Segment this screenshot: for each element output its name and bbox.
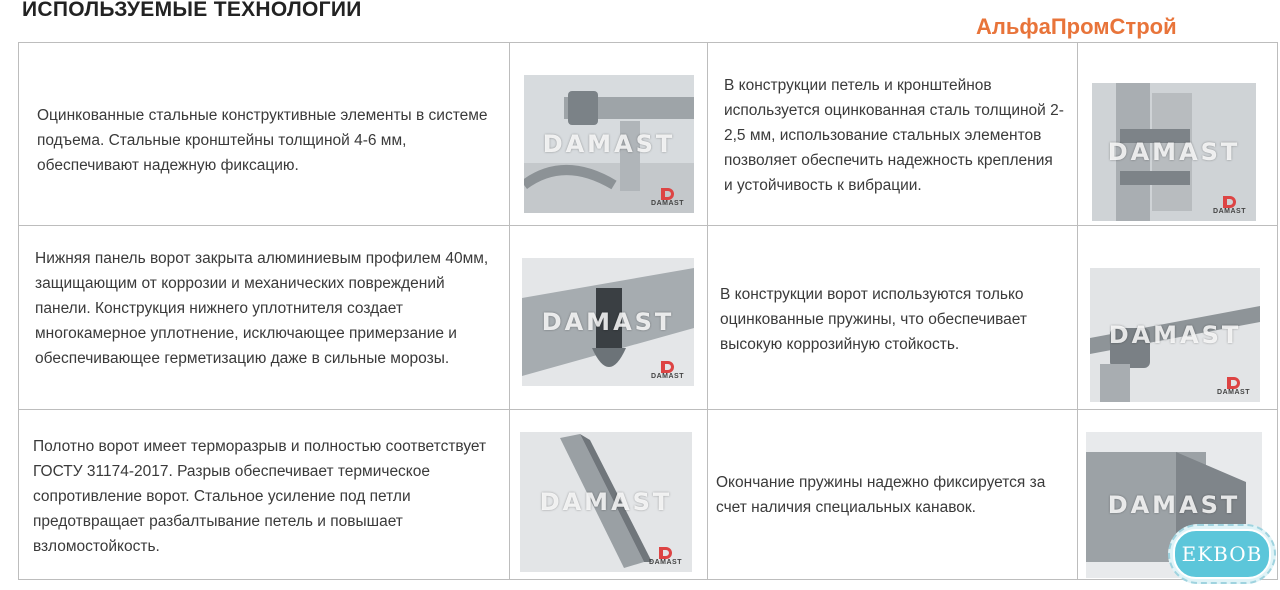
damast-logo: DAMAST <box>651 361 684 380</box>
table-cell-text: Оцинкованные стальные конструктивные эле… <box>18 43 510 226</box>
table-cell-text: Полотно ворот имеет терморазрыв и полнос… <box>18 410 510 580</box>
table-cell-image: DAMAST DAMAST <box>510 43 708 226</box>
table-cell-image: DAMAST DAMAST <box>510 226 708 410</box>
door-panel-section-photo: DAMAST DAMAST <box>520 432 692 572</box>
table-cell-text: Нижняя панель ворот закрыта алюминиевым … <box>18 226 510 410</box>
table-cell-image: DAMAST DAMAST <box>510 410 708 580</box>
bottom-seal-profile-photo: DAMAST DAMAST <box>522 258 694 386</box>
feature-description: В конструкции ворот используются только … <box>720 286 1028 353</box>
page-title: ИСПОЛЬЗУЕМЫЕ ТЕХНОЛОГИИ <box>22 0 362 21</box>
damast-logo: DAMAST <box>649 547 682 566</box>
table-cell-image: DAMAST DAMAST <box>1078 226 1278 410</box>
feature-description: Нижняя панель ворот закрыта алюминиевым … <box>35 250 489 367</box>
watermark: DAMAST <box>1108 321 1242 349</box>
table-cell-text: В конструкции петель и кронштейнов испол… <box>708 43 1078 226</box>
damast-logo: DAMAST <box>1217 377 1250 396</box>
watermark: DAMAST <box>1107 138 1241 166</box>
lifting-mechanism-photo: DAMAST DAMAST <box>524 75 694 213</box>
watermark: DAMAST <box>1107 491 1241 519</box>
feature-description: Окончание пружины надежно фиксируется за… <box>716 474 1046 516</box>
watermark: DAMAST <box>542 130 676 158</box>
torsion-spring-shaft-photo: DAMAST DAMAST <box>1090 268 1260 402</box>
table-cell-text: Окончание пружины надежно фиксируется за… <box>708 410 1078 580</box>
table-cell-image: DAMAST DAMAST <box>1078 43 1278 226</box>
damast-logo: DAMAST <box>651 188 684 207</box>
damast-logo: DAMAST <box>1213 196 1246 215</box>
feature-description: В конструкции петель и кронштейнов испол… <box>724 77 1064 194</box>
ekbob-stamp: EKBOB <box>1168 524 1276 584</box>
watermark: DAMAST <box>539 488 673 516</box>
watermark: DAMAST <box>541 308 675 336</box>
hinge-bracket-photo: DAMAST DAMAST <box>1092 83 1256 221</box>
brand-logo-text: АльфаПромСтрой <box>976 14 1177 39</box>
table-cell-text: В конструкции ворот используются только … <box>708 226 1078 410</box>
feature-description: Полотно ворот имеет терморазрыв и полнос… <box>33 438 487 555</box>
technologies-table: Оцинкованные стальные конструктивные эле… <box>18 42 1278 583</box>
feature-description: Оцинкованные стальные конструктивные эле… <box>37 107 488 174</box>
